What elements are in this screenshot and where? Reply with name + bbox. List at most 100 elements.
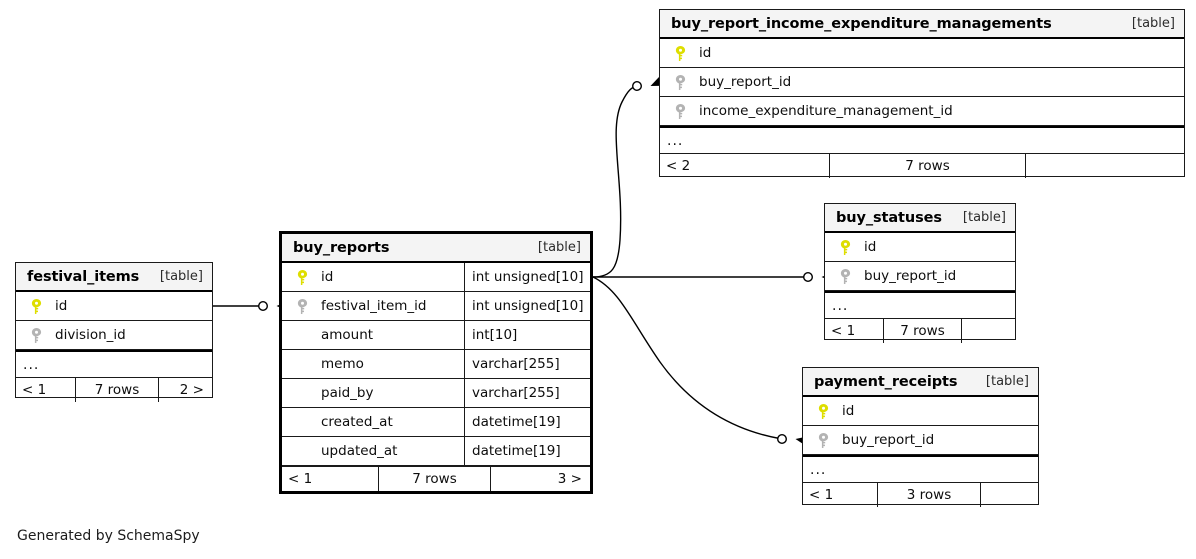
table-header-buy_report_income_expenditure_managements: buy_report_income_expenditure_management… <box>660 10 1184 39</box>
cardinality-zero-circle <box>777 434 788 445</box>
footer-next-link[interactable]: 3 > <box>557 471 582 487</box>
more-columns-ellipsis: ... <box>825 291 1015 318</box>
table-kind-label: [table] <box>537 240 581 255</box>
cardinality-zero-circle <box>632 80 643 91</box>
column-row[interactable]: buy_report_id <box>660 68 1184 97</box>
column-type-cell: datetime[19] <box>464 408 590 436</box>
key-indicator <box>25 298 47 314</box>
footer-next-link[interactable] <box>962 319 1015 343</box>
key-indicator <box>291 269 313 285</box>
schemaspy-credit: Generated by SchemaSpy <box>17 528 200 544</box>
column-row[interactable]: id <box>16 292 212 321</box>
column-name-label: buy_report_id <box>842 432 935 448</box>
primary-key-icon <box>675 45 685 61</box>
column-name-cell: income_expenditure_management_id <box>660 97 1184 125</box>
column-name-label: division_id <box>55 327 126 343</box>
column-name-cell: festival_item_id <box>282 292 464 320</box>
footer-row-count: 3 rows <box>878 483 981 507</box>
key-indicator <box>812 403 834 419</box>
primary-key-icon <box>840 239 850 255</box>
table-title: buy_statuses <box>836 209 942 226</box>
column-name-label: id <box>842 403 855 419</box>
column-name-label: amount <box>321 327 374 343</box>
column-type-cell: datetime[19] <box>464 437 590 465</box>
table-header-festival_items: festival_items[table] <box>16 263 212 292</box>
column-name-cell: amount <box>282 321 464 349</box>
relationship-line <box>592 85 638 278</box>
column-type-cell: int[10] <box>464 321 590 349</box>
footer-row-count: 7 rows <box>884 319 962 343</box>
footer-prev-link[interactable]: < 1 <box>803 483 878 507</box>
table-header-buy_statuses: buy_statuses [table] <box>825 204 1015 233</box>
column-name-cell: id <box>660 39 1184 67</box>
table-node-buy_report_income_expenditure_managements[interactable]: buy_report_income_expenditure_management… <box>659 9 1185 178</box>
cardinality-zero-circle <box>258 301 269 312</box>
column-row[interactable]: id <box>660 39 1184 68</box>
column-row[interactable]: buy_report_id <box>825 262 1015 291</box>
footer-prev-link[interactable]: < 1 <box>825 319 884 343</box>
column-name-label: created_at <box>321 414 393 430</box>
column-row[interactable]: id <box>803 397 1038 426</box>
footer-next-link[interactable] <box>981 483 1038 507</box>
column-row[interactable]: amount int[10] <box>282 321 590 350</box>
table-title: buy_report_income_expenditure_management… <box>671 15 1052 32</box>
column-name-cell: id <box>803 397 1038 425</box>
column-name-label: paid_by <box>321 385 374 401</box>
primary-key-icon <box>297 269 307 285</box>
foreign-key-icon <box>31 327 41 343</box>
key-indicator <box>25 327 47 343</box>
footer-next-link[interactable] <box>1026 154 1184 178</box>
table-kind-label: [table] <box>1131 16 1175 31</box>
key-indicator <box>834 239 856 255</box>
column-name-label: festival_item_id <box>321 298 427 314</box>
footer-prev-link[interactable]: < 1 <box>282 467 379 491</box>
column-row[interactable]: division_id <box>16 321 212 350</box>
footer-prev-link[interactable]: < 2 <box>660 154 830 178</box>
footer-row-count: 7 rows <box>76 378 159 402</box>
key-indicator <box>812 432 834 448</box>
rel-buy-reports-to-income-expenditure <box>592 75 665 278</box>
column-name-label: income_expenditure_management_id <box>699 103 953 119</box>
column-name-cell: division_id <box>16 321 212 349</box>
column-row[interactable]: id <box>825 233 1015 262</box>
key-indicator <box>669 45 691 61</box>
foreign-key-icon <box>818 432 828 448</box>
column-row[interactable]: buy_report_id <box>803 426 1038 455</box>
column-name-cell: buy_report_id <box>825 262 1015 290</box>
table-kind-label: [table] <box>985 374 1029 389</box>
column-name-label: id <box>55 298 68 314</box>
table-kind-label: [table] <box>962 210 1006 225</box>
table-title: festival_items <box>27 268 140 285</box>
footer-next-link[interactable]: 2 > <box>179 382 204 398</box>
footer-row-count: 7 rows <box>830 154 1026 178</box>
foreign-key-icon <box>840 268 850 284</box>
table-header-buy_reports: buy_reports[table] <box>282 234 590 263</box>
column-type-cell: varchar[255] <box>464 350 590 378</box>
column-name-label: buy_report_id <box>699 74 792 90</box>
footer-prev-link[interactable]: < 1 <box>16 378 76 402</box>
column-name-cell: id <box>825 233 1015 261</box>
cardinality-zero-circle <box>803 272 814 283</box>
key-indicator <box>669 74 691 90</box>
column-row[interactable]: income_expenditure_management_id <box>660 97 1184 126</box>
footer-row-count: 7 rows <box>379 467 491 491</box>
primary-key-icon <box>818 403 828 419</box>
column-row[interactable]: created_at datetime[19] <box>282 408 590 437</box>
column-name-cell: id <box>16 292 212 320</box>
table-header-payment_receipts: payment_receipts[table] <box>803 368 1038 397</box>
column-name-cell: id <box>282 263 464 291</box>
rel-buy-reports-to-buy-statuses <box>593 271 835 283</box>
